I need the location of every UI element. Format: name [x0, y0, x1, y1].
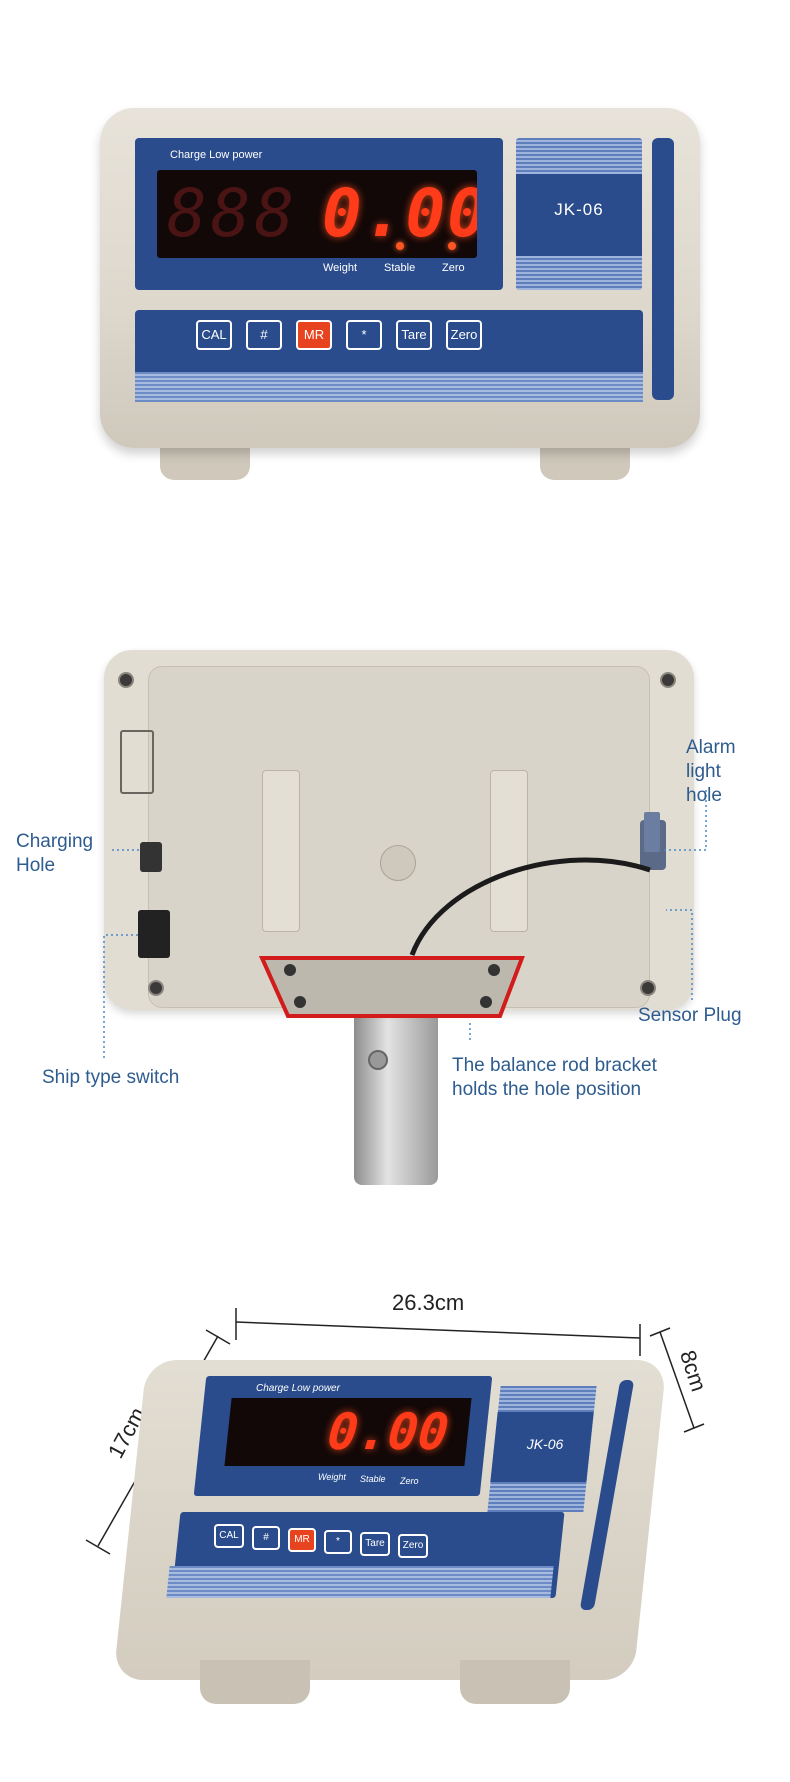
stable-indicator-light [396, 242, 404, 250]
weight-reading: 0.00 [322, 175, 477, 252]
bracket-callout: The balance rod bracket holds the hole p… [452, 1055, 657, 1100]
top-left-screw [118, 672, 134, 688]
bottom-left-screw [148, 980, 164, 996]
alarm-light-port [644, 812, 660, 852]
star-key[interactable]: * [346, 320, 382, 350]
angled-led-display: 0.00 [224, 1398, 472, 1466]
bracket-screw-2 [488, 964, 500, 976]
side-stripe [652, 138, 674, 400]
weight-label: Weight [323, 262, 358, 274]
cal-key[interactable]: CAL [196, 320, 232, 350]
zero-key[interactable]: Zero [446, 320, 482, 350]
angled-stable-label: Stable [360, 1474, 386, 1484]
angled-weight-label: Weight [318, 1472, 346, 1482]
zero-label: Zero [442, 262, 465, 274]
stable-label: Stable [384, 262, 416, 274]
angled-zero-label: Zero [400, 1476, 419, 1486]
sensor-callout: Sensor Plug [638, 1005, 742, 1026]
angled-star-key[interactable]: * [324, 1530, 352, 1554]
battery-cover [120, 730, 154, 794]
bracket-highlight [258, 956, 525, 1018]
zero-indicator-light [448, 242, 456, 250]
angled-keypad-stripes [166, 1566, 554, 1598]
angled-model-label: JK-06 [526, 1436, 564, 1452]
front-view: Charge Low power 888 0.00 Weight Stable … [0, 0, 790, 520]
rod-bolt [368, 1050, 388, 1070]
back-cover [148, 666, 650, 1008]
led-display: 888 0.00 [157, 170, 477, 258]
hash-key[interactable]: # [246, 320, 282, 350]
ship-type-switch[interactable] [138, 910, 170, 958]
switch-leader [103, 934, 138, 1058]
alarm-leader [664, 790, 707, 851]
charging-jack [140, 842, 162, 872]
model-badge [516, 174, 642, 256]
angled-foot-left [200, 1660, 310, 1704]
bottom-right-screw [640, 980, 656, 996]
left-mounting-slot [262, 770, 300, 932]
mr-key[interactable]: MR [296, 320, 332, 350]
angled-tare-key[interactable]: Tare [360, 1532, 390, 1556]
keypad-stripes [135, 372, 643, 402]
model-label: JK-06 [554, 200, 604, 219]
width-dimension: 26.3cm [392, 1290, 465, 1315]
angled-foot-right [460, 1660, 570, 1704]
alarm-callout: Alarm light hole [686, 737, 736, 806]
angled-panel-title: Charge Low power [256, 1383, 340, 1394]
angled-hash-key[interactable]: # [252, 1526, 280, 1550]
center-screw-cap [380, 845, 416, 881]
bracket-screw-3 [294, 996, 306, 1008]
angled-mr-key[interactable]: MR [288, 1528, 316, 1552]
bracket-screw-4 [480, 996, 492, 1008]
angled-weight-reading: 0.00 [324, 1403, 452, 1461]
sensor-cable [409, 857, 651, 956]
tare-key[interactable]: Tare [396, 320, 432, 350]
sensor-leader [666, 909, 693, 1000]
switch-callout: Ship type switch [42, 1067, 180, 1088]
balance-rod [354, 985, 438, 1185]
charging-callout: Charging Hole [16, 831, 94, 876]
angled-cal-key[interactable]: CAL [214, 1524, 244, 1548]
right-mounting-slot [490, 770, 528, 932]
panel-title: Charge Low power [170, 149, 263, 161]
unlit-digits: 888 [167, 175, 299, 252]
top-right-screw [660, 672, 676, 688]
bracket-screw-1 [284, 964, 296, 976]
back-annotations [103, 790, 707, 1070]
angled-zero-key[interactable]: Zero [398, 1534, 428, 1558]
